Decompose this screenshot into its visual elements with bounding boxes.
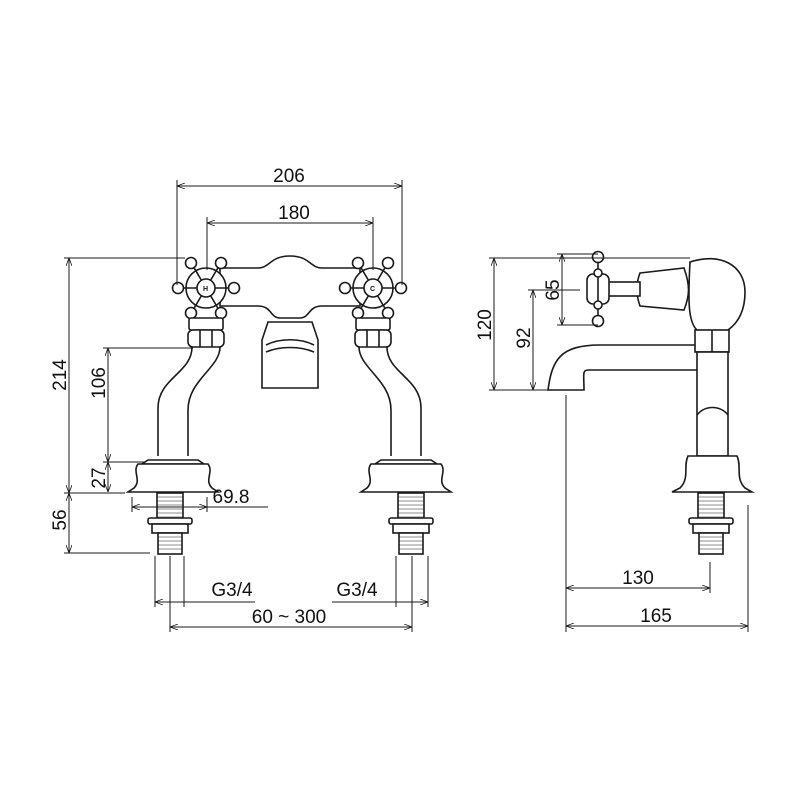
left-leg <box>127 317 225 493</box>
cold-label: C <box>370 286 375 293</box>
dim-92: 92 <box>514 327 535 348</box>
dim-thread-right: G3/4 <box>336 580 378 601</box>
side-view <box>547 250 756 555</box>
bridge-body <box>219 255 361 319</box>
side-spout <box>547 344 701 391</box>
dim-180: 180 <box>278 203 310 224</box>
left-shank <box>147 492 193 555</box>
hot-label: H <box>203 286 208 293</box>
right-shank <box>388 492 434 555</box>
side-body <box>688 257 746 353</box>
dim-130: 130 <box>622 568 654 589</box>
dimension-labels: 206 180 214 106 27 56 69.8 G3/4 G3/4 60 … <box>50 166 672 628</box>
front-view: H C <box>127 255 452 555</box>
dim-centres-range: 60 ~ 300 <box>252 607 327 628</box>
dim-27: 27 <box>89 467 110 488</box>
dim-69-8: 69.8 <box>213 487 250 508</box>
dim-165: 165 <box>640 606 672 627</box>
dimensions <box>64 180 749 632</box>
dim-106: 106 <box>89 367 110 399</box>
dim-65: 65 <box>543 279 564 300</box>
dim-thread-left: G3/4 <box>211 580 253 601</box>
dim-120: 120 <box>475 309 496 341</box>
dim-206: 206 <box>273 166 305 187</box>
dim-214: 214 <box>50 359 71 391</box>
right-leg <box>354 317 452 493</box>
dim-56: 56 <box>50 509 71 530</box>
spout <box>261 321 319 389</box>
cold-handle: C <box>338 256 408 320</box>
hot-handle: H <box>171 256 241 320</box>
side-shank <box>688 492 734 555</box>
